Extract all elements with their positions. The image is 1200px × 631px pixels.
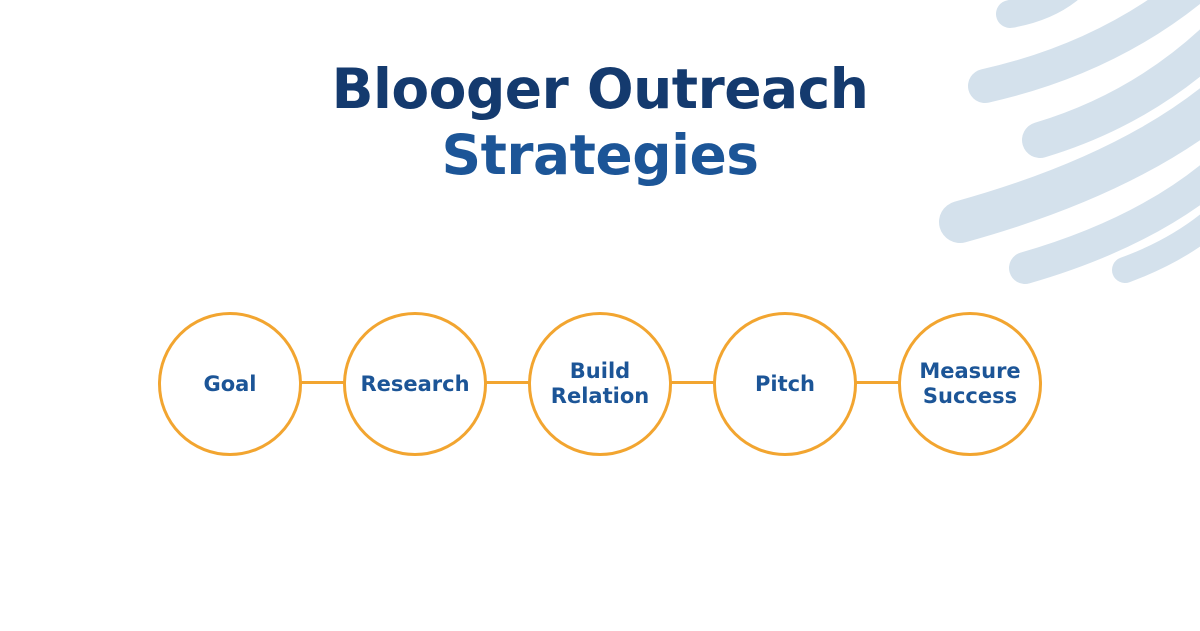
- step-goal: Goal: [158, 312, 302, 456]
- step-label: Goal: [203, 371, 257, 396]
- connector-line: [670, 381, 715, 384]
- step-build-relation: Build Relation: [528, 312, 672, 456]
- connector-line: [855, 381, 900, 384]
- step-label: Pitch: [754, 371, 816, 396]
- connector-line: [485, 381, 530, 384]
- page-title: Blooger Outreach Strategies: [0, 56, 1200, 188]
- step-pitch: Pitch: [713, 312, 857, 456]
- title-line-2: Strategies: [441, 123, 760, 187]
- step-research: Research: [343, 312, 487, 456]
- title-line-1: Blooger Outreach: [331, 57, 869, 121]
- step-label: Build Relation: [550, 359, 650, 408]
- step-label: Measure Success: [919, 359, 1021, 408]
- step-label: Research: [360, 371, 470, 396]
- connector-line: [300, 381, 345, 384]
- step-measure-success: Measure Success: [898, 312, 1042, 456]
